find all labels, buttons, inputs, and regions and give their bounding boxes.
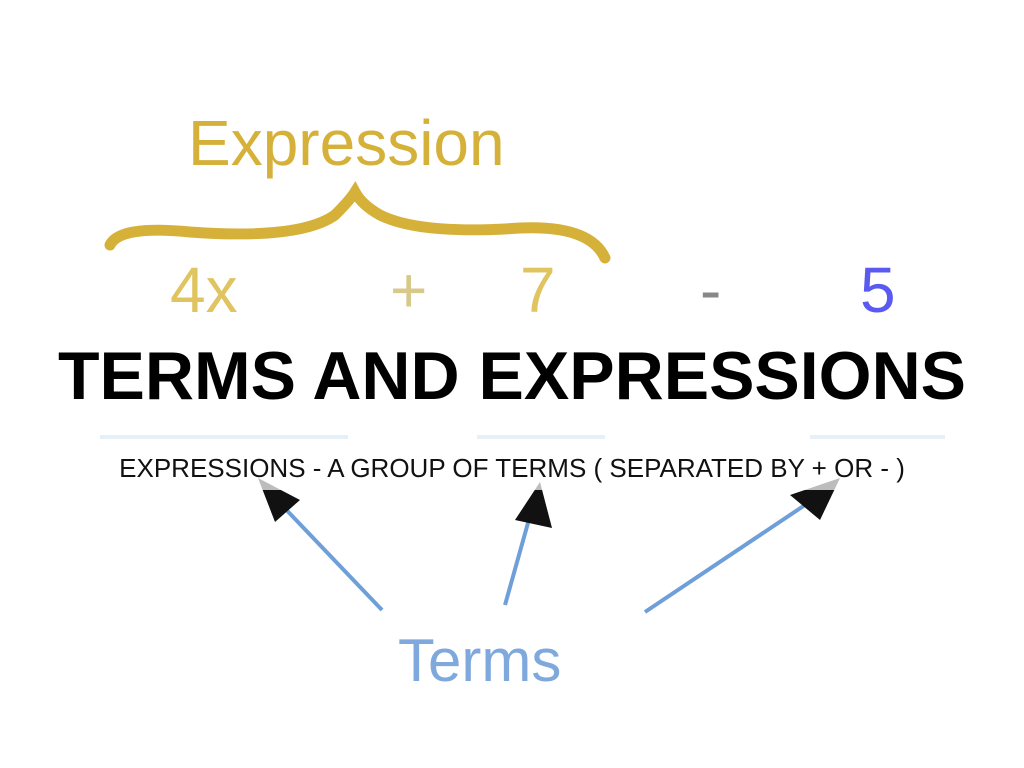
term-3: 5 xyxy=(860,254,896,326)
operator-1: + xyxy=(390,254,428,326)
title-band xyxy=(0,326,1024,490)
arrow-line xyxy=(273,496,384,612)
term-2: 7 xyxy=(520,254,556,326)
expression-brace xyxy=(104,181,611,264)
arrow-line xyxy=(643,503,807,614)
terms-label: Terms xyxy=(398,627,562,694)
expression-label: Expression xyxy=(188,107,505,179)
slide-title: TERMS AND EXPRESSIONS xyxy=(57,338,967,414)
operator-2: - xyxy=(700,254,722,326)
arrow-head-icon xyxy=(515,482,552,528)
term-1: 4x xyxy=(170,254,238,326)
slide-subtitle: EXPRESSIONS - A GROUP OF TERMS ( SEPARAT… xyxy=(119,453,905,483)
